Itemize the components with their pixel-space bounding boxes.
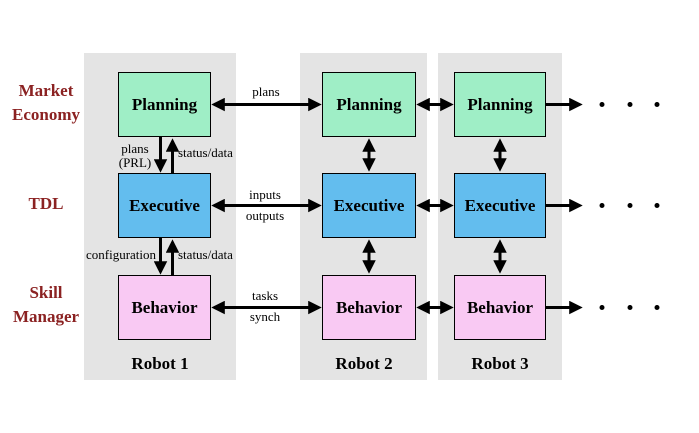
robot1-caption: Robot 1 xyxy=(131,354,189,373)
robot3-caption: Robot 3 xyxy=(471,354,529,373)
plans-prl-label-line2: (PRL) xyxy=(118,155,152,170)
robot3-planning-box: Planning xyxy=(454,72,546,137)
label-market-economy-line2: Economy xyxy=(12,105,80,124)
robot2-behavior-box: Behavior xyxy=(322,275,416,340)
configuration-label: configuration xyxy=(86,247,157,262)
label-tdl: TDL xyxy=(28,194,64,213)
plans-prl-label-line1: plans xyxy=(121,141,149,156)
ellipsis-dots-planning xyxy=(599,102,660,107)
status-data-label-bottom: status/data xyxy=(178,247,233,262)
ellipsis-dots-behavior xyxy=(599,305,660,310)
synch-label: synch xyxy=(249,309,281,324)
label-market-economy-line1: Market xyxy=(18,81,74,100)
robot2-caption: Robot 2 xyxy=(335,354,393,373)
robot3-executive-box: Executive xyxy=(454,173,546,238)
tasks-label: tasks xyxy=(252,288,278,303)
label-skill-manager: Skill Manager xyxy=(4,281,88,329)
outputs-label: outputs xyxy=(245,208,285,223)
label-skill-manager-line2: Manager xyxy=(12,307,80,326)
robot1-behavior-box: Behavior xyxy=(118,275,211,340)
plans-prl-label: plans (PRL) xyxy=(105,142,165,170)
status-data-label-top: status/data xyxy=(178,145,233,160)
plans-label: plans xyxy=(252,84,280,99)
robot1-planning-box: Planning xyxy=(118,72,211,137)
inputs-label: inputs xyxy=(249,187,281,202)
label-skill-manager-line1: Skill xyxy=(29,283,63,302)
robot3-behavior-box: Behavior xyxy=(454,275,546,340)
robot1-executive-box: Executive xyxy=(118,173,211,238)
ellipsis-dots-executive xyxy=(599,203,660,208)
robot2-executive-box: Executive xyxy=(322,173,416,238)
robot2-planning-box: Planning xyxy=(322,72,416,137)
label-market-economy: Market Economy xyxy=(4,79,88,127)
